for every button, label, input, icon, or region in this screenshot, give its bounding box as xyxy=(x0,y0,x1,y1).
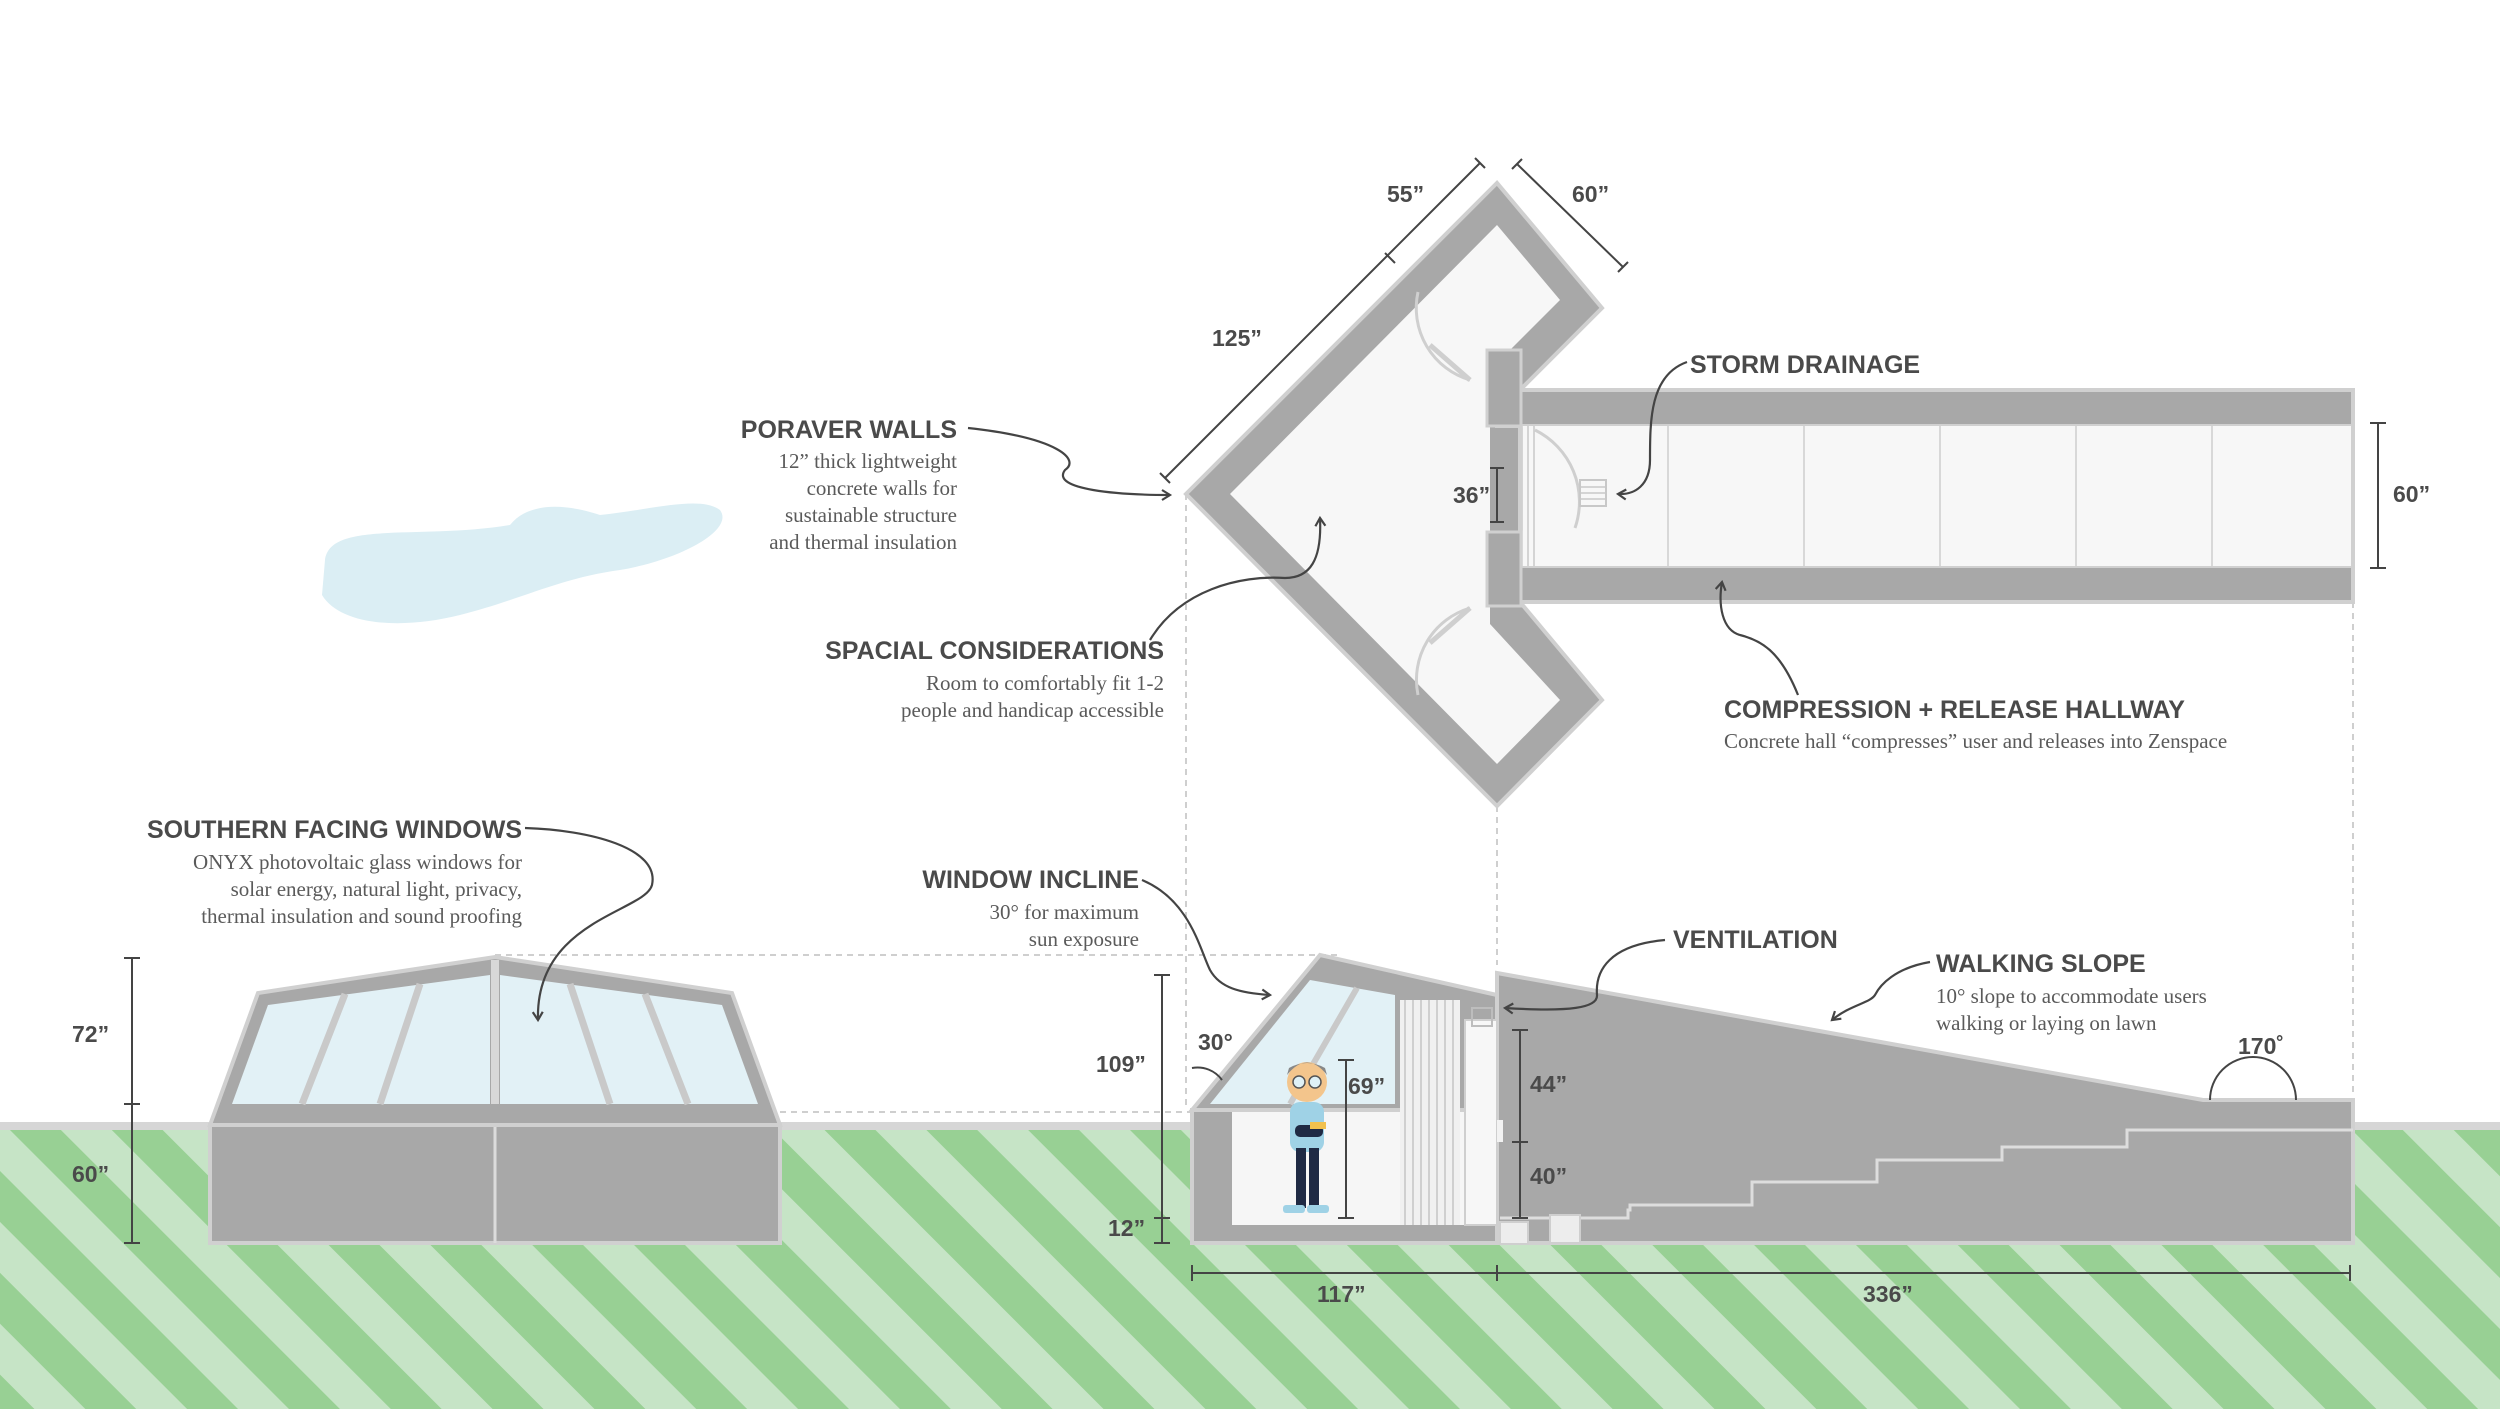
spacial-title: SPACIAL CONSIDERATIONS xyxy=(825,637,1164,665)
label-poraver-walls: PORAVER WALLS 12” thick lightweight conc… xyxy=(741,416,958,554)
dim-336: 336” xyxy=(1863,1281,1913,1307)
dim-117: 117” xyxy=(1317,1281,1366,1307)
southern-windows-line-1: ONYX photovoltaic glass windows for xyxy=(193,850,522,874)
walking-slope-line-1: 10° slope to accommodate users xyxy=(1936,984,2207,1008)
chevron-room-floor xyxy=(1230,225,1560,764)
storm-drainage-title: STORM DRAINAGE xyxy=(1690,351,1920,379)
vent-grille xyxy=(1471,1007,1493,1027)
hallway-wall-top xyxy=(1495,388,2355,428)
poraver-walls-line-1: 12” thick lightweight xyxy=(779,449,958,473)
label-spacial-considerations: SPACIAL CONSIDERATIONS Room to comfortab… xyxy=(825,637,1164,722)
walking-slope-title: WALKING SLOPE xyxy=(1936,950,2146,978)
arrow-spacial xyxy=(1149,515,1327,641)
dim-125: 125” xyxy=(1212,325,1262,351)
window-incline-line-1: 30° for maximum xyxy=(989,900,1139,924)
plan-dimensions xyxy=(1159,157,2386,569)
poraver-walls-title: PORAVER WALLS xyxy=(741,416,957,444)
stair-profile xyxy=(1500,1128,2353,1220)
arrow-incline xyxy=(1141,878,1273,1001)
label-window-incline: WINDOW INCLINE 30° for maximum sun expos… xyxy=(922,866,1139,951)
plan-view xyxy=(1183,180,2355,809)
dim-170-degree: 170˚ xyxy=(2238,1033,2284,1059)
arrow-southern xyxy=(524,826,654,1023)
dim-109: 109” xyxy=(1096,1051,1146,1077)
dim-60-left: 60” xyxy=(72,1161,109,1187)
front-glass-left xyxy=(232,975,490,1104)
ventilation-title: VENTILATION xyxy=(1673,926,1838,954)
arrow-walking xyxy=(1830,960,1931,1022)
dim-44: 44” xyxy=(1530,1071,1567,1097)
arrow-storm xyxy=(1615,360,1688,501)
dim-72: 72” xyxy=(72,1021,109,1047)
southern-windows-line-3: thermal insulation and sound proofing xyxy=(201,904,522,928)
poraver-walls-line-4: and thermal insulation xyxy=(769,530,957,554)
dim-40: 40” xyxy=(1530,1163,1567,1189)
compression-title: COMPRESSION + RELEASE HALLWAY xyxy=(1724,696,2185,724)
entry-pillar-bottom xyxy=(1485,530,1523,608)
section-view xyxy=(1187,952,2355,1245)
door-swing-bottom xyxy=(1414,606,1471,696)
entry-pillar-top xyxy=(1485,348,1523,428)
label-walking-slope: WALKING SLOPE 10° slope to accommodate u… xyxy=(1936,950,2207,1035)
front-elevation xyxy=(207,954,783,1245)
label-ventilation: VENTILATION xyxy=(1673,926,1838,954)
arrow-ventilation xyxy=(1502,938,1666,1015)
arrow-poraver xyxy=(967,426,1173,501)
dim-60-top: 60” xyxy=(1572,181,1609,207)
label-storm-drainage: STORM DRAINAGE xyxy=(1690,351,1920,379)
window-incline-title: WINDOW INCLINE xyxy=(922,866,1139,894)
angle-arc-170 xyxy=(2209,1056,2297,1101)
dim-30-degree: 30° xyxy=(1198,1029,1233,1055)
label-southern-windows: SOUTHERN FACING WINDOWS ONYX photovoltai… xyxy=(147,816,522,928)
compression-line-1: Concrete hall “compresses” user and rele… xyxy=(1724,729,2227,753)
section-window-glass xyxy=(1210,980,1395,1104)
walking-slope-line-2: walking or laying on lawn xyxy=(1936,1011,2157,1035)
spacial-line-1: Room to comfortably fit 1-2 xyxy=(926,671,1164,695)
dim-60-right: 60” xyxy=(2393,481,2430,507)
spacial-line-2: people and handicap accessible xyxy=(901,698,1164,722)
front-glass-right xyxy=(500,975,758,1104)
section-doorway xyxy=(1464,1019,1498,1226)
hallway-floor xyxy=(1497,426,2353,566)
front-dimensions xyxy=(124,957,140,1244)
poraver-walls-line-3: sustainable structure xyxy=(785,503,957,527)
door-swing-entry xyxy=(1534,428,1581,529)
poraver-walls-line-2: concrete walls for xyxy=(807,476,957,500)
section-dimensions xyxy=(1154,974,2351,1281)
annotation-arrows xyxy=(524,360,1931,1023)
dim-36: 36” xyxy=(1453,482,1490,508)
arrow-compression xyxy=(1714,579,1800,696)
window-incline-line-2: sun exposure xyxy=(1029,927,1139,951)
southern-windows-line-2: solar energy, natural light, privacy, xyxy=(231,877,522,901)
dim-55: 55” xyxy=(1387,181,1424,207)
southern-windows-title: SOUTHERN FACING WINDOWS xyxy=(147,816,522,844)
person-figure xyxy=(1283,1062,1329,1213)
cloud xyxy=(322,503,723,624)
door-swing-top xyxy=(1414,291,1471,382)
label-compression-hallway: COMPRESSION + RELEASE HALLWAY Concrete h… xyxy=(1724,696,2227,753)
projection-guides xyxy=(495,494,2354,1113)
angle-arc-30 xyxy=(1191,1066,1223,1081)
dim-69: 69” xyxy=(1348,1073,1385,1099)
section-hall-slope xyxy=(1495,970,2355,1245)
hallway-wall-bottom xyxy=(1495,564,2355,604)
dim-12: 12” xyxy=(1108,1215,1145,1241)
